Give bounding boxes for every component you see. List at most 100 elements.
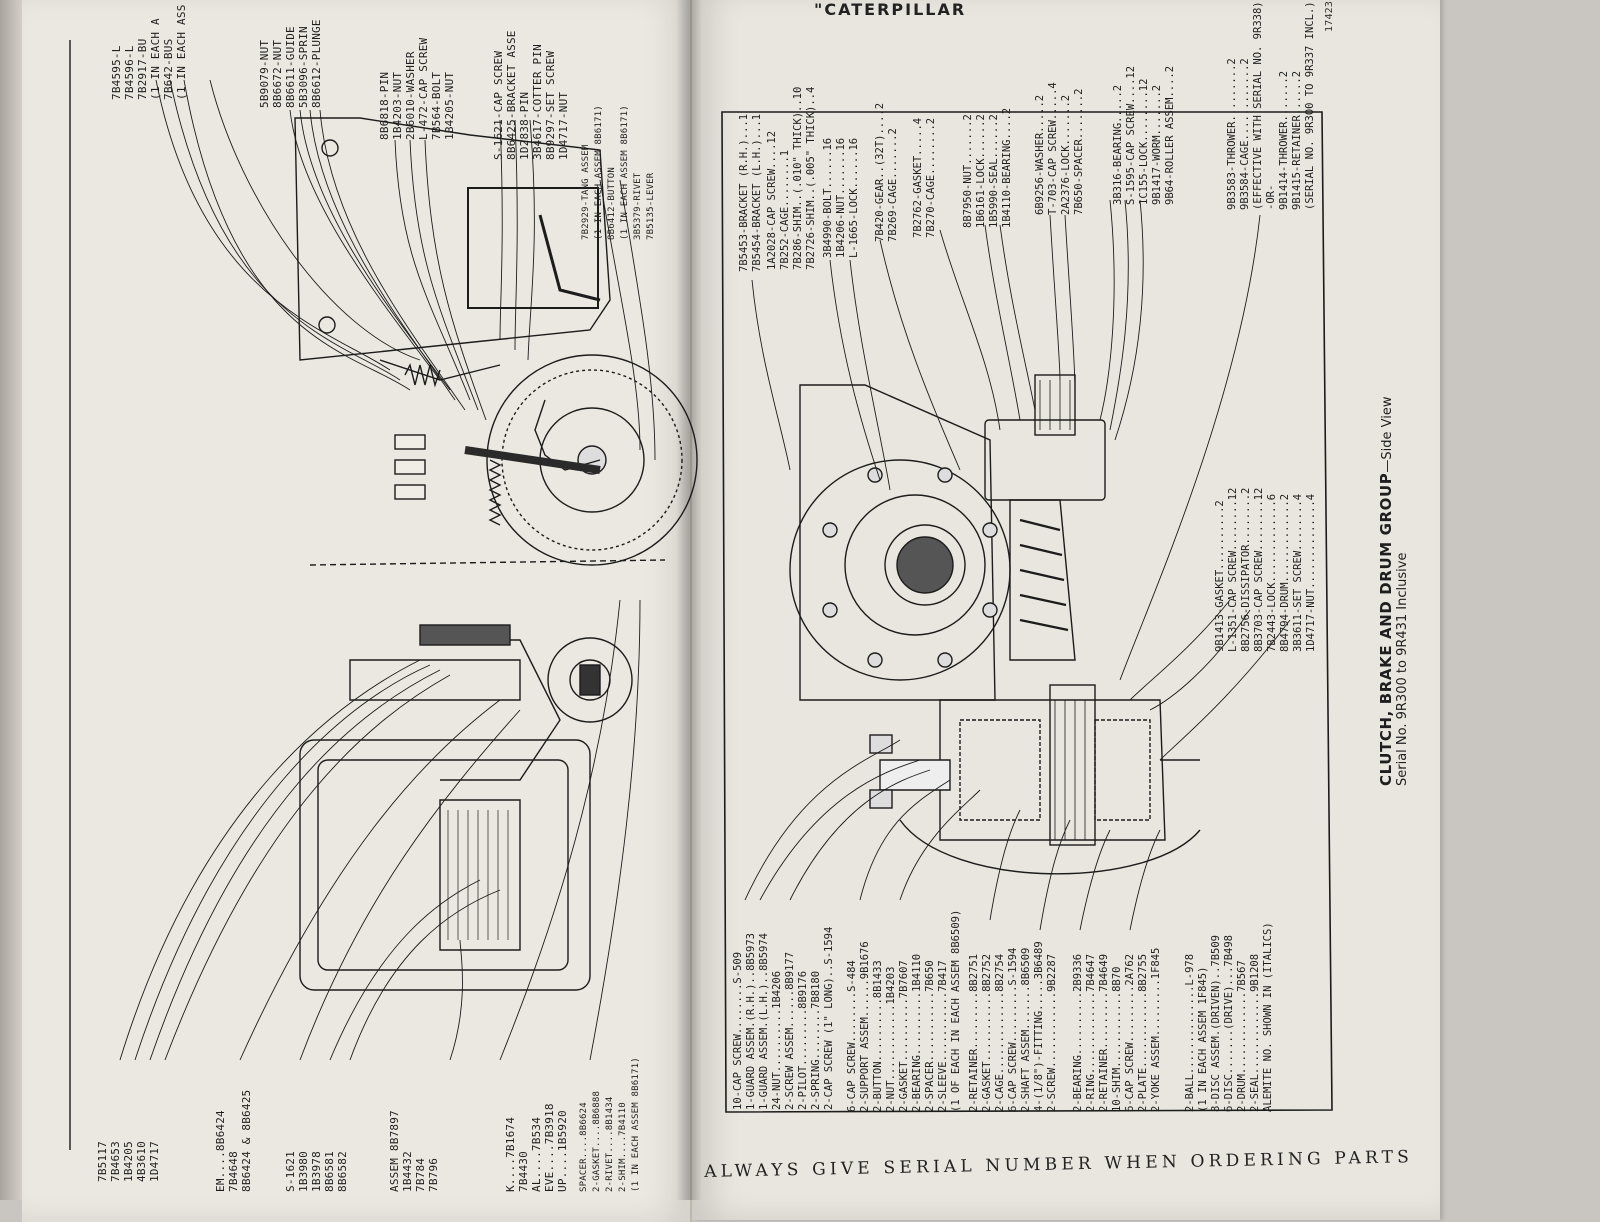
callout: 24-NUT..........1B4206 bbox=[771, 970, 783, 1110]
callout: 3B5379-RIVET bbox=[633, 172, 643, 240]
right-top-group-5: 7B2762-GASKET.....4 7B270-CAGE........2 bbox=[912, 118, 938, 238]
left-group-5: 7B2929-TANG ASSEM (1 IN EACH ASSEM 8B617… bbox=[580, 105, 658, 240]
spring-horizontal bbox=[404, 362, 441, 388]
callout: 2-SPACER...........7B650 bbox=[924, 960, 936, 1112]
callout: 8B6412-BUTTON bbox=[607, 166, 617, 240]
right-top-group-6: 8B7950-NUT.......2 1B6161-LOCK......2 1B… bbox=[962, 108, 1014, 228]
callout: 8B4794-DRUM.............2 bbox=[1279, 493, 1291, 652]
figure-serial: Serial No. 9R300 to 9R431 Inclusive bbox=[1395, 552, 1410, 786]
callout: (1 IN EACH ASSEM 8B6171) bbox=[594, 105, 604, 240]
callout: 1B4432 bbox=[401, 1151, 414, 1192]
callout: -OR- bbox=[1265, 184, 1277, 210]
callout: (1 IN EACH ASS bbox=[175, 4, 188, 100]
callout: 7B270-CAGE........2 bbox=[925, 117, 937, 238]
figure-title-main: CLUTCH, BRAKE AND DRUM GROUP bbox=[1377, 472, 1395, 786]
callout: 2-RING.............7B4647 bbox=[1085, 953, 1097, 1112]
callout: 2-SCREW............9B2287 bbox=[1046, 953, 1058, 1112]
callout: 9B3583-THROWER.........2 bbox=[1226, 58, 1238, 210]
callout: 1B6161-LOCK......2 bbox=[975, 114, 987, 228]
left-bottom-callouts-6: SPACER....8B6624 2-GASKET....8B6888 2-RI… bbox=[578, 1057, 643, 1192]
callout: UP....1B5920 bbox=[556, 1110, 569, 1192]
figure-title-side: —Side View bbox=[1380, 396, 1395, 473]
right-top-group-2: 1A2028-CAP SCREW....12 7B252-CAGE.......… bbox=[766, 87, 818, 270]
callout: 8B3703-CAP SCREW........12 bbox=[1253, 487, 1265, 652]
callout: ALEMITE NO. SHOWN IN (ITALICS) bbox=[1262, 922, 1274, 1112]
callout: 8B7950-NUT.......2 bbox=[962, 114, 974, 228]
callout: (EFFECTIVE WITH SERIAL NO. 9R338) bbox=[1252, 1, 1264, 210]
right-page bbox=[692, 0, 1440, 1220]
callout: 3B316-BEARING.....2 bbox=[1112, 84, 1124, 205]
callout: 2-GASKET..........7B7607 bbox=[898, 960, 910, 1112]
callout: 2-RIVET....8B1434 bbox=[605, 1096, 615, 1192]
callout: 7B2443-LOCK.............6 bbox=[1266, 493, 1278, 652]
left-bottom-callouts-3: S-1621 1B3980 1B3978 8B6581 8B6582 bbox=[284, 1151, 349, 1192]
callout: (1 IN EACH ASSEM 1F845) bbox=[1197, 966, 1209, 1112]
callout: 5B3096-SPRIN bbox=[297, 26, 310, 108]
left-leader-lines bbox=[119, 79, 656, 1061]
callout: 7B5135-LEVER bbox=[646, 172, 656, 240]
callout: L-1665-LOCK......16 bbox=[848, 137, 860, 258]
callout: 7B796 bbox=[427, 1157, 440, 1192]
left-bottom-callouts-5: K....7B1674 7B4430 AL....7B534 EVE....7B… bbox=[504, 1103, 569, 1192]
callout: 7B4430 bbox=[517, 1151, 530, 1192]
right-top-group-1: 7B5453-BRACKET (R.H.)...1 7B5454-BRACKET… bbox=[738, 114, 764, 272]
callout: 7B2917-BU bbox=[136, 38, 149, 100]
callout: 7B564-BOLT bbox=[430, 71, 443, 140]
book-edge bbox=[0, 0, 24, 1200]
spring-vertical bbox=[488, 459, 502, 526]
callout: 2-SUPPORT ASSEM......9B1676 bbox=[859, 941, 871, 1112]
callout: 7B650-SPACER.......2 bbox=[1073, 88, 1085, 215]
callout: ASSEM 8B7897 bbox=[388, 1110, 401, 1192]
callout: 2-BALL..............L-978 bbox=[1184, 953, 1196, 1112]
right-leader-lines bbox=[744, 199, 1291, 931]
callout: 9B3584-CAGE............2 bbox=[1239, 58, 1251, 210]
callout: (SERIAL NO. 9R300 TO 9R337 INCL.) bbox=[1304, 1, 1316, 210]
bolt-circle bbox=[822, 467, 998, 668]
right-top-group-9: 9B3583-THROWER.........2 9B3584-CAGE....… bbox=[1226, 1, 1317, 210]
callout: 2-SCREW ASSEM......8B9177 bbox=[784, 951, 796, 1110]
right-frame bbox=[721, 111, 1333, 1113]
callout: 1B4206-NUT.......16 bbox=[835, 137, 847, 258]
callout: 8B9297-SET SCREW bbox=[544, 50, 557, 160]
callout: 1B4205-NUT bbox=[443, 71, 456, 140]
callout: 9B64-ROLLER ASSEM....2 bbox=[1164, 65, 1176, 205]
left-top-callouts: 7B4595-L 7B4596-L 7B2917-BU (1 IN EACH A… bbox=[110, 4, 188, 100]
callout: 7B2762-GASKET.....4 bbox=[912, 117, 924, 238]
callout: 2B6010-WASHER bbox=[404, 51, 417, 140]
callout: 8B6672-NUT bbox=[271, 39, 284, 108]
callout: 10-CAP SCREW........S-509 bbox=[732, 951, 744, 1110]
callout: 7B4595-L bbox=[110, 45, 123, 100]
callout: S-1621-CAP SCREW bbox=[492, 50, 505, 160]
callout: 8B6582 bbox=[336, 1151, 349, 1192]
callout: 2-BEARING..........2B9336 bbox=[1072, 953, 1084, 1112]
callout: (1 IN EACH ASSEM 8B6171) bbox=[620, 105, 630, 240]
callout: 1-GUARD ASSEM.(R.H.)..8B5973 bbox=[745, 932, 757, 1110]
callout: 1B3978 bbox=[310, 1151, 323, 1192]
callout: 7B784 bbox=[414, 1157, 427, 1192]
callout: AL....7B534 bbox=[530, 1116, 543, 1192]
callout: 8B6611-GUIDE bbox=[284, 26, 297, 108]
callout: 2-DRUM.............7B567 bbox=[1236, 960, 1248, 1112]
callout: 6B9256-WASHER.....2 bbox=[1034, 94, 1046, 215]
callout: 8-DISC ASSEM.(DRIVEN)..7B509 bbox=[1210, 934, 1222, 1112]
callout: 8B6424 & 8B6425 bbox=[240, 1089, 253, 1192]
callout: 7B286-SHIM..(.010" THICK)..10 bbox=[792, 86, 804, 270]
callout: 2-BUTTON..........8B1433 bbox=[872, 960, 884, 1112]
callout: 1B5990-SEAL......2 bbox=[988, 114, 1000, 228]
callout: 2-GASKET....8B6888 bbox=[592, 1090, 602, 1192]
callout: (1 OF EACH IN EACH ASSEM 8B6509) bbox=[950, 909, 962, 1112]
callout: 7B5453-BRACKET (R.H.)...1 bbox=[738, 113, 750, 272]
callout: SPACER....8B6624 bbox=[579, 1102, 589, 1192]
callout: 1C155-LOCK........12 bbox=[1138, 78, 1150, 205]
callout: 6-CAP SCREW.........S-1594 bbox=[1007, 947, 1019, 1112]
callout: T-703-CAP SCREW.....4 bbox=[1047, 82, 1059, 215]
right-side-group: 9B1413-GASKET..........2 L-1351-CAP SCRE… bbox=[1214, 488, 1318, 652]
right-winch-assembly bbox=[789, 374, 1201, 875]
callout: (1 IN EACH ASSEM 8B6171) bbox=[631, 1057, 641, 1192]
callout: 6-CAP SCREW........S-484 bbox=[846, 960, 858, 1112]
callout: 2-YOKE ASSEM.........1F845 bbox=[1150, 947, 1162, 1112]
left-group-2: 5B9079-NUT 8B6672-NUT 8B6611-GUIDE 5B309… bbox=[258, 19, 323, 108]
callout: 5B9079-NUT bbox=[258, 39, 271, 108]
